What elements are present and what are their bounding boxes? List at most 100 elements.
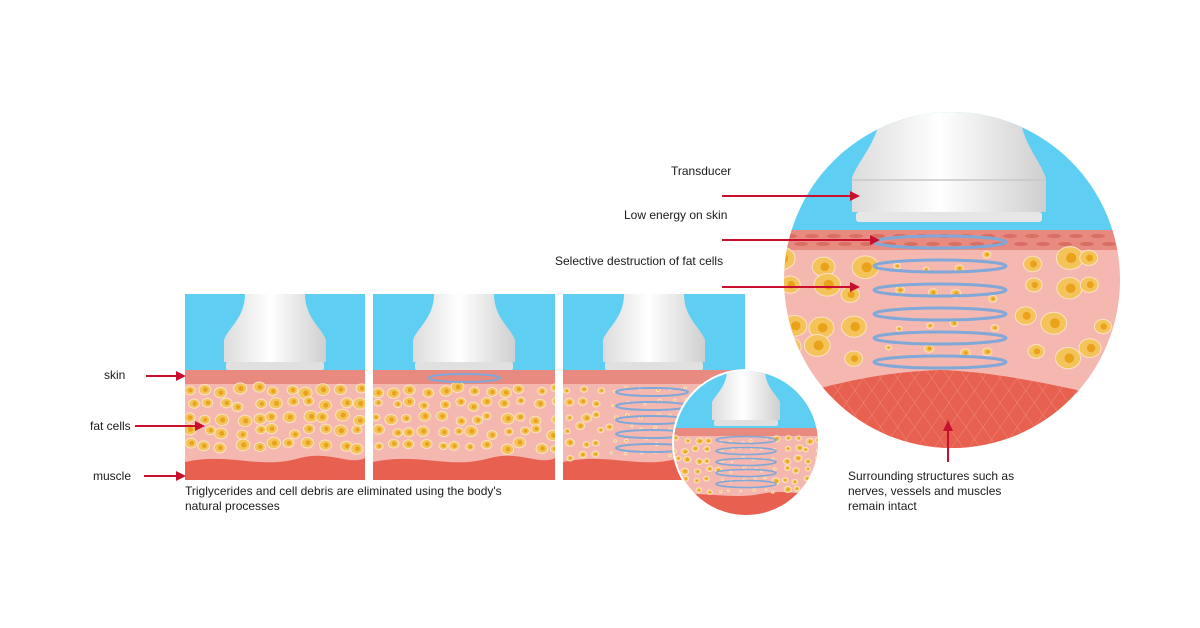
ultrasound-ring: [872, 330, 1008, 346]
fat-cell: [481, 411, 492, 421]
fat-cell: [253, 441, 266, 453]
fat-cell: [550, 444, 555, 453]
label-skin: skin: [104, 368, 126, 382]
fat-cell: [783, 485, 792, 494]
fat-cell: [546, 429, 555, 441]
fat-cell: [197, 440, 211, 452]
fat-cell: [498, 398, 510, 409]
fat-cell: [255, 398, 268, 409]
fat-cell: [802, 446, 809, 453]
fat-cell: [702, 475, 710, 482]
fat-cell: [255, 424, 267, 435]
label-selective-destruction: Selective destruction of fat cells: [555, 254, 724, 268]
fat-cell: [319, 423, 333, 435]
fat-cell: [480, 396, 493, 407]
fat-cell: [682, 455, 692, 464]
fat-cell: [231, 401, 244, 413]
zoom-circle-large: [784, 112, 1120, 448]
fat-cell: [706, 489, 713, 495]
fat-cell: [784, 246, 796, 271]
fat-cell: [373, 413, 381, 422]
fat-cell: [472, 415, 484, 425]
fat-cell: [1040, 311, 1068, 335]
fat-cell: [335, 408, 350, 422]
fat-cell: [286, 384, 299, 395]
fat-cell: [683, 386, 688, 390]
fat-cell: [795, 435, 802, 441]
fat-cell: [352, 397, 365, 410]
fat-cell: [500, 443, 515, 455]
fat-cell: [504, 427, 514, 436]
ultrasound-ring: [872, 306, 1008, 322]
pointer-arrows: [135, 191, 953, 481]
fat-cell: [514, 412, 526, 422]
fat-cell: [575, 421, 586, 431]
fat-cell: [703, 458, 711, 465]
fat-cell: [753, 476, 758, 480]
fat-cell: [1079, 276, 1099, 293]
transducer-device: [413, 294, 515, 370]
fat-cell: [384, 413, 398, 426]
fat-cell: [266, 386, 279, 397]
fat-cell: [784, 336, 802, 358]
fat-cell: [333, 383, 347, 396]
fat-cell: [748, 439, 753, 443]
fat-cell: [253, 413, 267, 425]
fat-cell: [418, 410, 432, 422]
fat-cell: [420, 438, 433, 450]
ultrasound-ring: [872, 258, 1008, 274]
fat-cell: [213, 442, 227, 454]
fat-cell: [674, 486, 678, 493]
fat-cell: [803, 333, 831, 357]
fat-cell: [693, 468, 702, 475]
fat-cell: [289, 429, 301, 440]
panel-2: [373, 294, 555, 480]
fat-cell: [885, 344, 892, 351]
label-transducer: Transducer: [671, 164, 732, 178]
fat-cell: [814, 436, 818, 444]
fat-cell: [803, 488, 812, 496]
fat-cell: [597, 426, 605, 434]
fat-cell: [387, 438, 400, 449]
fat-cell: [730, 460, 734, 464]
fat-cell: [653, 425, 658, 430]
fat-cell: [1014, 306, 1037, 326]
fat-cell: [814, 478, 818, 486]
fat-cell: [214, 413, 230, 427]
fat-cell: [373, 424, 385, 435]
fat-cell: [926, 322, 934, 329]
fat-cell: [374, 442, 384, 451]
fat-cell: [772, 467, 777, 471]
panel-1: [185, 294, 365, 480]
fat-cell: [808, 316, 835, 339]
pointer-arrow: [722, 282, 860, 292]
fat-cell: [467, 401, 480, 412]
fat-cell: [185, 437, 198, 449]
transducer-device: [224, 294, 326, 370]
fat-cell: [373, 387, 385, 399]
fat-cell: [611, 403, 615, 407]
fat-cell: [784, 435, 792, 441]
fat-cell: [454, 427, 464, 436]
fat-cell: [582, 441, 591, 448]
fat-cell: [481, 439, 493, 450]
fat-cell: [551, 415, 555, 424]
fat-cell: [563, 428, 571, 435]
fat-cell: [811, 256, 836, 278]
fat-cell: [695, 457, 704, 465]
fat-cell: [349, 442, 364, 455]
fat-cell: [721, 478, 725, 482]
fat-cell: [333, 424, 348, 437]
fat-cell: [268, 397, 283, 410]
fat-cell: [623, 451, 628, 456]
fat-cell: [675, 455, 682, 462]
fat-cell: [591, 450, 600, 458]
ultrasound-ring: [872, 282, 1008, 298]
fat-cell: [416, 425, 430, 437]
pointer-arrow: [146, 371, 186, 381]
fat-cell: [315, 383, 331, 396]
fat-cell: [719, 490, 723, 494]
fat-cell: [784, 314, 808, 337]
fat-cell: [535, 442, 549, 454]
fat-cell: [844, 350, 864, 367]
